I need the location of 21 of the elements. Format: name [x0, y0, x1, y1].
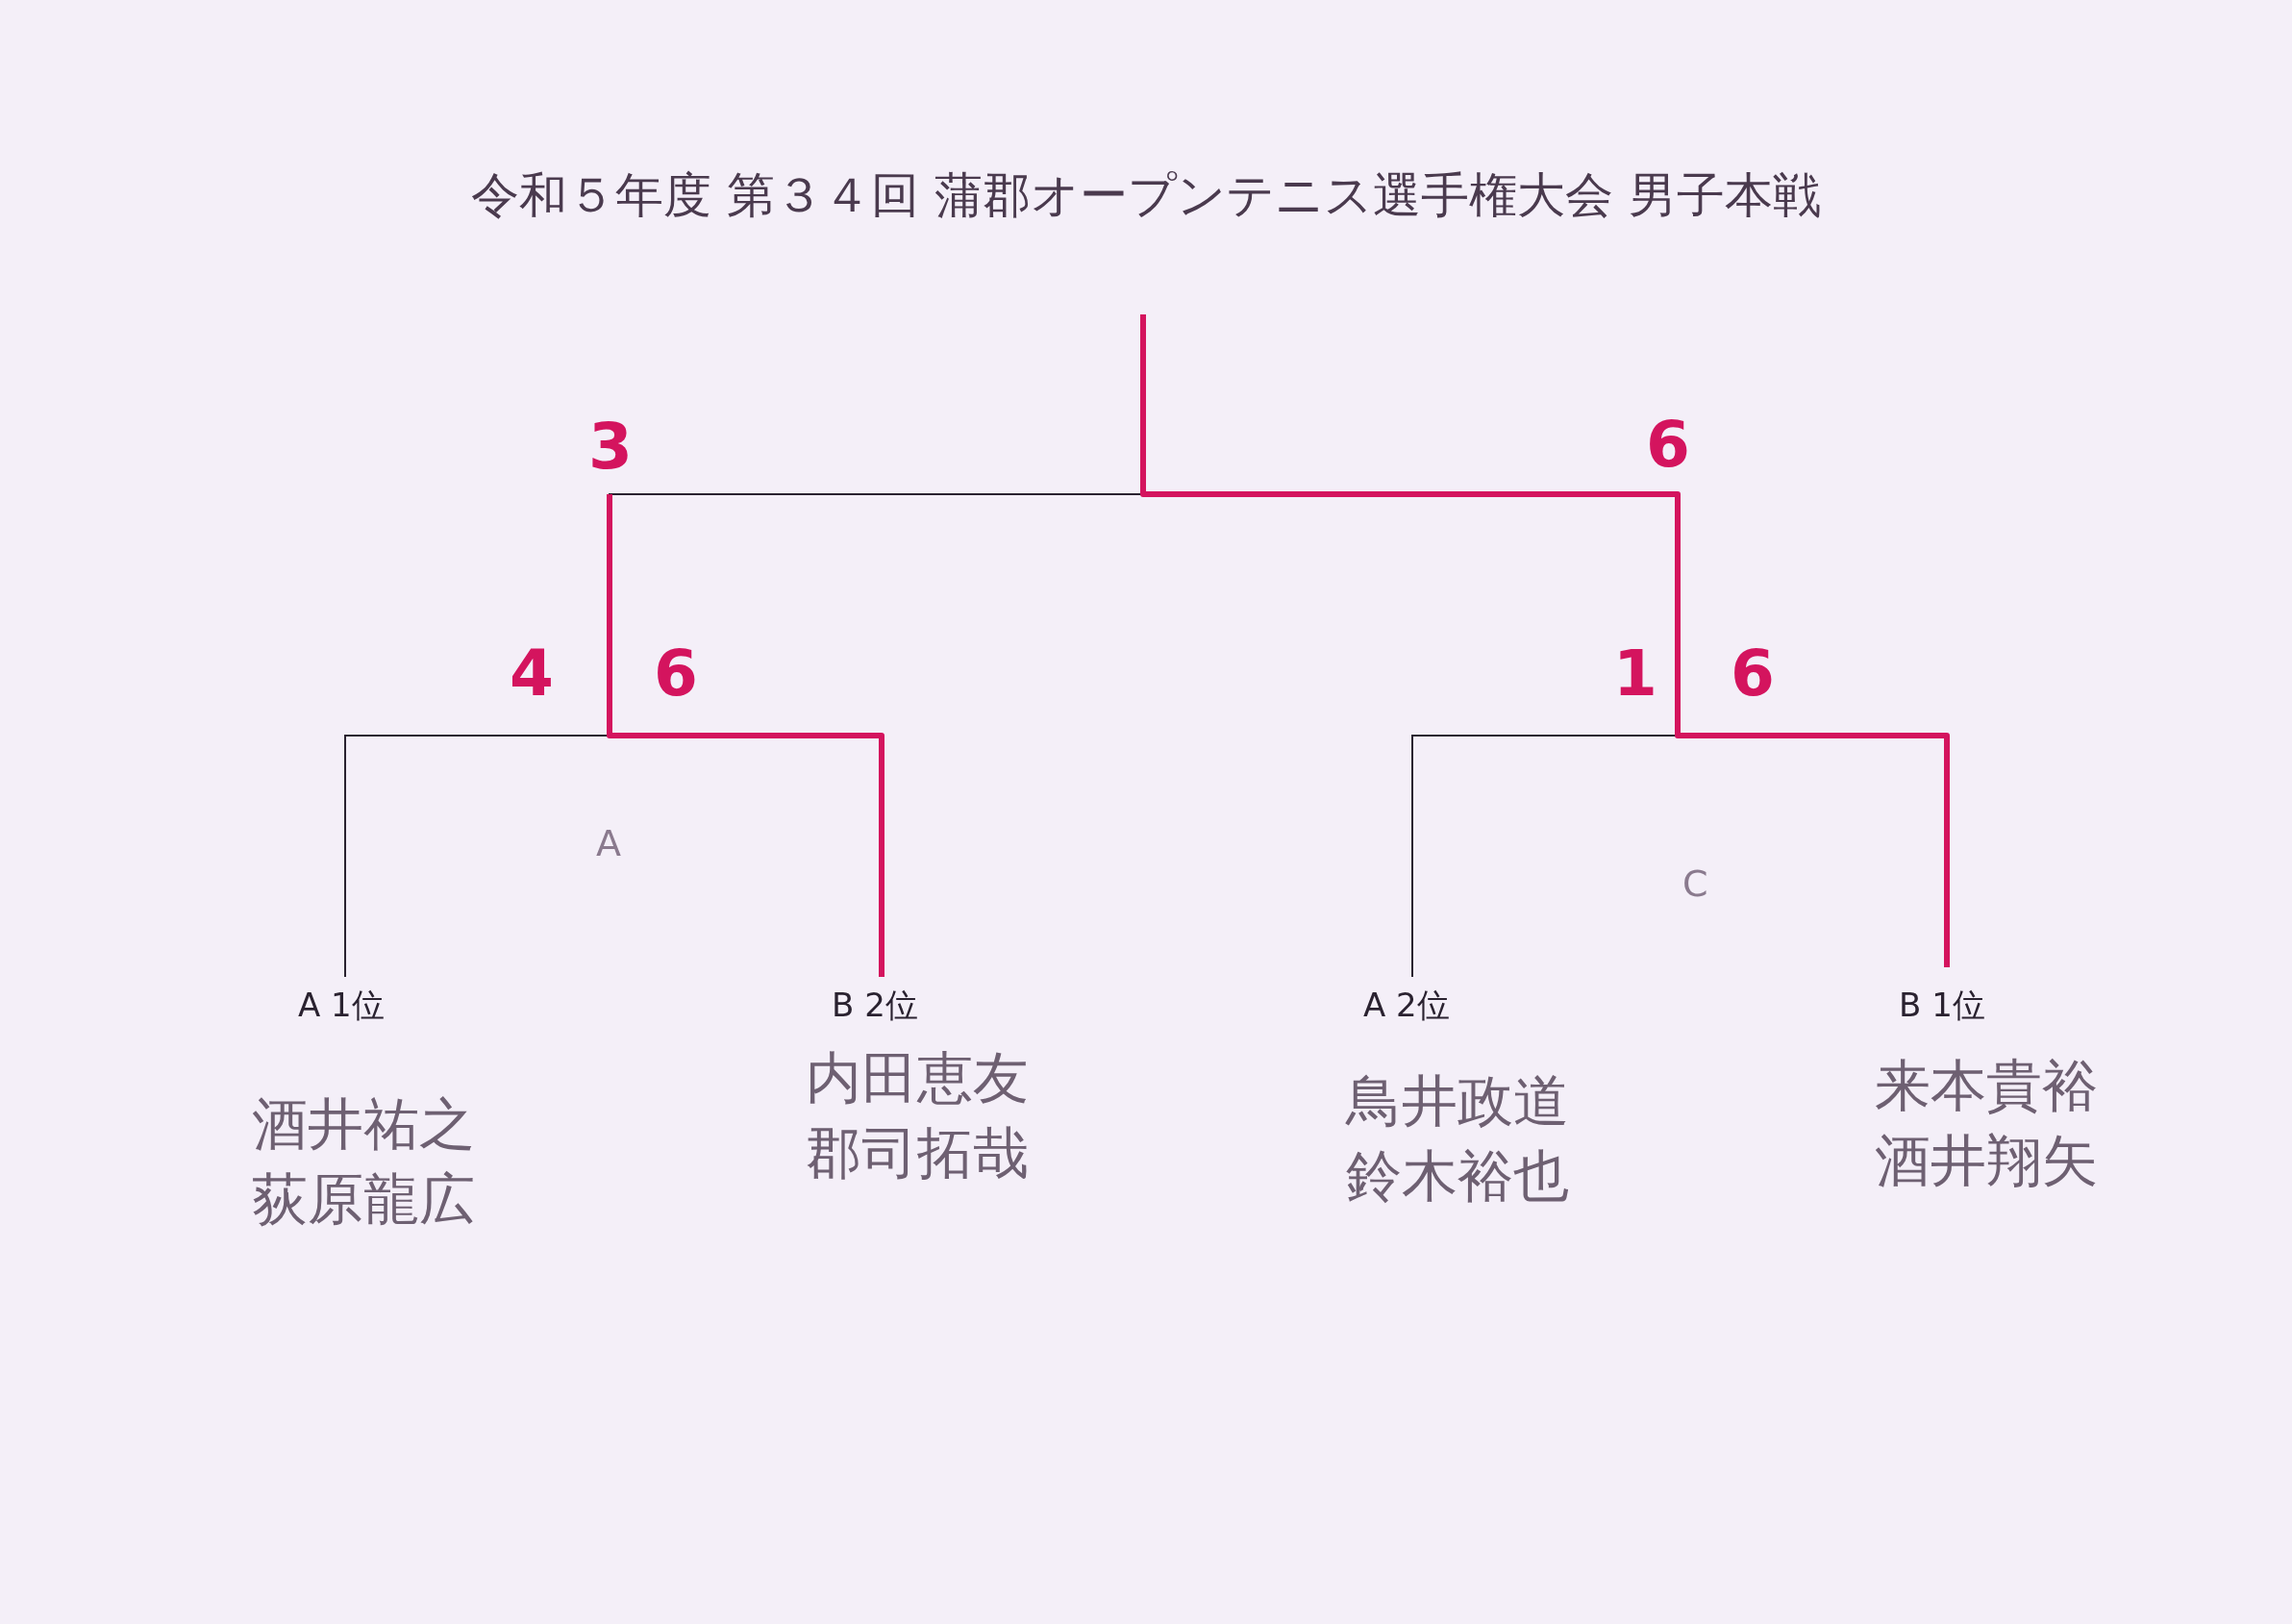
group-label: C: [1682, 865, 1708, 902]
seed-label: B 2位: [832, 988, 918, 1021]
score-number: 4: [510, 642, 554, 706]
player-name: 酒井祐之: [252, 1096, 475, 1152]
seed-label: A 2位: [1363, 988, 1450, 1021]
player-name: 来本貴裕: [1875, 1058, 2098, 1113]
score-number: 1: [1613, 642, 1657, 706]
player-name: 郡司拓哉: [806, 1125, 1029, 1181]
seed-label: B 1位: [1899, 988, 1985, 1021]
player-name: 内田恵友: [806, 1050, 1029, 1106]
seed-label: A 1位: [298, 988, 385, 1021]
score-number: 6: [654, 642, 698, 706]
score-number: 6: [1731, 642, 1775, 706]
player-name: 酒井翔矢: [1875, 1133, 2098, 1188]
player-name: 荻原龍広: [252, 1171, 475, 1227]
score-number: 6: [1646, 413, 1690, 477]
title: 令和５年度 第３４回 蒲郡オープンテニス選手権大会 男子本戦: [470, 171, 1822, 219]
group-label: A: [596, 825, 621, 862]
player-name: 鈴木裕也: [1346, 1148, 1569, 1204]
player-name: 鳥井政道: [1346, 1073, 1569, 1129]
score-number: 3: [588, 415, 633, 479]
